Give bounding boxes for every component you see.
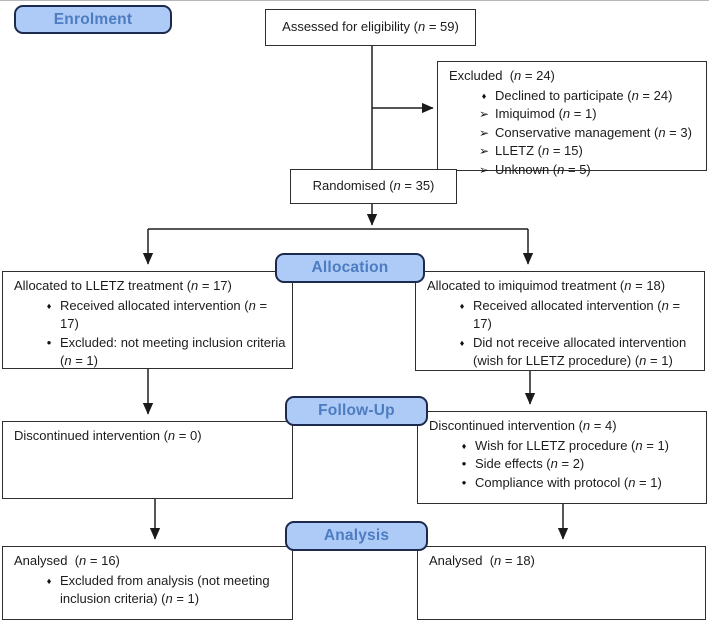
stage-label-followup-text: Follow-Up <box>318 402 395 419</box>
arrow-bullet-icon: ➢ <box>478 107 490 121</box>
bullet-text: Unknown (n = 5) <box>495 161 591 177</box>
stage-label-followup: Follow-Up <box>285 396 428 426</box>
stage-label-analysis: Analysis <box>285 521 428 551</box>
stage-label-enrolment: Enrolment <box>14 5 172 34</box>
bullet-text: Declined to participate (n = 24) <box>495 87 673 103</box>
bullet-item: ♦ Declined to participate (n = 24) <box>473 87 700 106</box>
box-title: Allocated to LLETZ treatment (n = 17) <box>14 278 232 293</box>
diamond-bullet-icon: ♦ <box>46 575 52 586</box>
bullet-list: ♦ Received allocated intervention (n = 17… <box>427 297 698 371</box>
stage-label-allocation-text: Allocation <box>311 259 389 276</box>
box-allocated-lletz: Allocated to LLETZ treatment (n = 17) ♦ R… <box>2 271 293 369</box>
box-title: Discontinued intervention (n = 4) <box>429 418 617 433</box>
bullet-list: ♦ Received allocated intervention (n = 17… <box>14 297 286 371</box>
bullet-text: Conservative management (n = 3) <box>495 124 692 140</box>
bullet-item: ♦ Excluded from analysis (not meeting inc… <box>38 572 286 609</box>
bullet-item: ➢ Unknown (n = 5) <box>473 161 700 180</box>
box-analysed-right: Analysed (n = 18) <box>417 546 706 620</box>
arrow-bullet-icon: ➢ <box>478 144 490 158</box>
stage-label-enrolment-text: Enrolment <box>53 10 133 28</box>
box-analysed-left: Analysed (n = 16) ♦ Excluded from analysi… <box>2 546 293 620</box>
box-discontinued-left: Discontinued intervention (n = 0) <box>2 421 293 499</box>
box-title: Excluded (n = 24) <box>449 68 555 83</box>
dot-bullet-icon: ● <box>46 337 52 347</box>
stage-label-allocation: Allocation <box>275 253 425 283</box>
box-randomised: Randomised (n = 35) <box>290 169 457 204</box>
box-title: Allocated to imiquimod treatment (n = 18… <box>427 278 666 293</box>
bullet-item: ♦ Wish for LLETZ procedure (n = 1) <box>453 437 700 456</box>
bullet-list: ♦ Wish for LLETZ procedure (n = 1) ● Side e… <box>429 437 700 493</box>
dot-bullet-icon: ● <box>461 459 467 468</box>
box-allocated-imiquimod: Allocated to imiquimod treatment (n = 18… <box>415 271 705 371</box>
bullet-item: ●Excluded: not meeting inclusion criteri… <box>38 334 286 371</box>
bullet-text: Received allocated intervention (n = 17) <box>473 297 684 332</box>
bullet-text: Excluded: not meeting inclusion criteria… <box>60 334 290 369</box>
bullet-list: ♦ Excluded from analysis (not meeting inc… <box>14 572 286 609</box>
bullet-text: Compliance with protocol (n = 1) <box>475 474 662 490</box>
bullet-text: Imiquimod (n = 1) <box>495 106 597 121</box>
box-title: Assessed for eligibility (n = 59) <box>282 19 459 35</box>
diamond-bullet-icon: ♦ <box>459 337 465 348</box>
dot-bullet-icon: ● <box>461 477 467 487</box>
bullet-text: Side effects (n = 2) <box>475 456 585 471</box>
arrow-bullet-icon: ➢ <box>478 162 490 177</box>
box-title: Randomised (n = 35) <box>312 178 435 194</box>
bullet-item: ➢ Imiquimod (n = 1) <box>473 105 700 124</box>
diamond-bullet-icon: ♦ <box>459 300 465 311</box>
bullet-item: ● Compliance with protocol (n = 1) <box>453 474 700 493</box>
box-assessed-eligibility: Assessed for eligibility (n = 59) <box>265 9 476 46</box>
bullet-text: LLETZ (n = 15) <box>495 143 583 158</box>
bullet-text: Excluded from analysis (not meeting incl… <box>60 572 274 607</box>
bullet-item: ● Side effects (n = 2) <box>453 455 700 474</box>
stage-label-analysis-text: Analysis <box>323 527 390 544</box>
bullet-item: ♦ Did not receive allocated intervention … <box>451 334 698 371</box>
bullet-item: ➢ LLETZ (n = 15) <box>473 142 700 161</box>
bullet-item: ➢ Conservative management (n = 3) <box>473 124 700 143</box>
bullet-list: ♦ Declined to participate (n = 24) ➢ Imiqui… <box>449 87 700 180</box>
box-title: Analysed (n = 16) <box>14 553 120 568</box>
diamond-bullet-icon: ♦ <box>46 300 52 311</box>
arrow-bullet-icon: ➢ <box>478 125 490 140</box>
bullet-text: Did not receive allocated intervention (… <box>473 334 690 369</box>
box-title: Discontinued intervention (n = 0) <box>14 428 202 443</box>
bullet-text: Wish for LLETZ procedure (n = 1) <box>475 437 669 453</box>
box-excluded: Excluded (n = 24) ♦ Declined to participa… <box>437 61 707 177</box>
diamond-bullet-icon: ♦ <box>481 90 487 101</box>
bullet-item: ♦ Received allocated intervention (n = 17… <box>38 297 286 334</box>
box-title: Analysed (n = 18) <box>429 553 535 568</box>
box-discontinued-right: Discontinued intervention (n = 4) ♦ Wish … <box>417 411 707 504</box>
bullet-item: ♦ Received allocated intervention (n = 17… <box>451 297 698 334</box>
diamond-bullet-icon: ♦ <box>461 440 467 451</box>
bullet-text: Received allocated intervention (n = 17) <box>60 297 271 332</box>
